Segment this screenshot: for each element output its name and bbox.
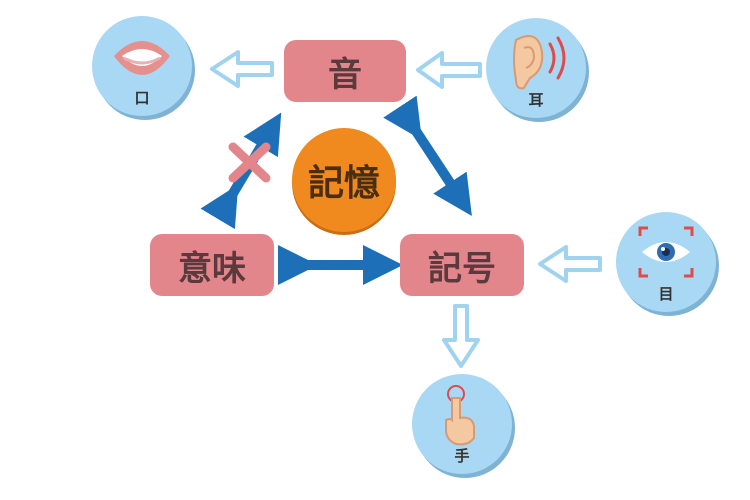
node-sound: 音	[284, 40, 406, 102]
ear-icon	[513, 35, 566, 90]
node-meaning: 意味	[150, 234, 274, 296]
node-meaning-label: 意味	[178, 248, 246, 289]
arrow-ear-to-sound	[416, 51, 482, 89]
hand-icon	[445, 385, 475, 446]
sense-eye: 目	[616, 212, 716, 312]
arrow-sound-symbol	[383, 95, 472, 217]
arrow-sound-to-mouth	[210, 50, 274, 88]
cross-mark-icon	[228, 142, 271, 183]
node-sound-label: 音	[328, 54, 362, 95]
node-symbol: 記号	[400, 234, 524, 296]
arrow-symbol-to-hand	[442, 304, 480, 368]
sense-mouth: 口	[92, 16, 192, 116]
node-memory: 記憶	[292, 128, 396, 232]
sense-eye-label: 目	[658, 285, 674, 303]
node-symbol-label: 記号	[428, 248, 496, 289]
sense-ear: 耳	[486, 18, 586, 118]
sense-ear-label: 耳	[528, 91, 544, 109]
sense-hand: 手	[412, 374, 512, 474]
mouth-icon	[114, 41, 170, 75]
node-memory-label: 記憶	[307, 163, 380, 204]
eye-icon	[638, 226, 694, 278]
sense-mouth-label: 口	[134, 89, 150, 107]
sense-hand-label: 手	[454, 447, 470, 465]
arrow-eye-to-symbol	[538, 245, 602, 283]
